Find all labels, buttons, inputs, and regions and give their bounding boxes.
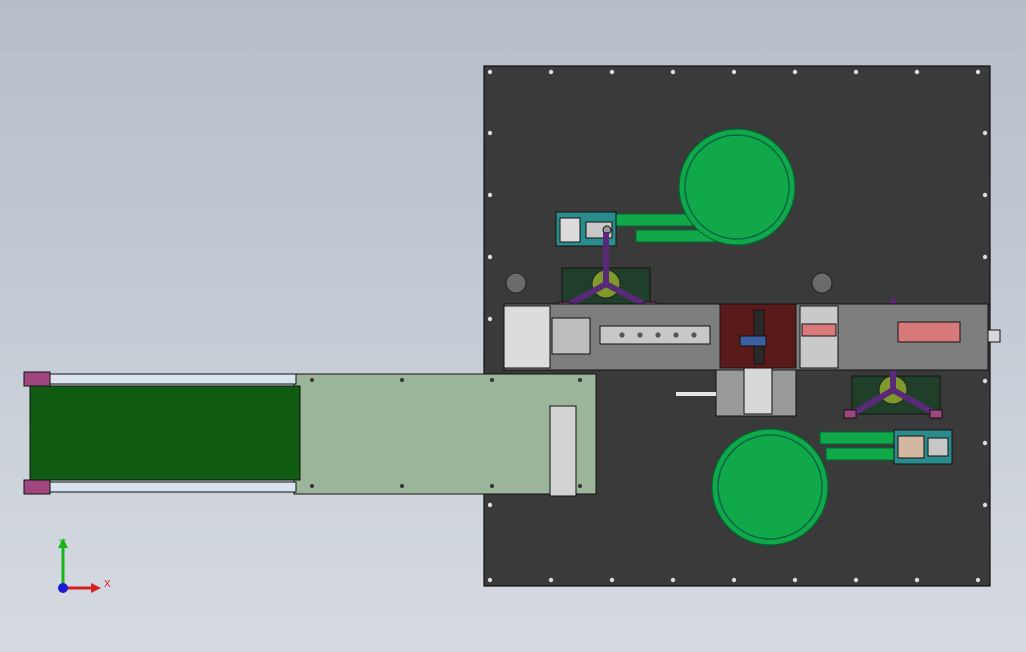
bolt-hole [975, 69, 981, 75]
locating-pin [811, 272, 833, 294]
right-station[interactable] [799, 305, 1001, 369]
bolt-hole [400, 378, 404, 382]
bolt-hole [982, 192, 988, 198]
bolt-hole [619, 332, 625, 338]
bolt-hole [982, 130, 988, 136]
bolt-hole [487, 316, 493, 322]
bolt-hole [310, 378, 314, 382]
bolt-hole [853, 69, 859, 75]
bolt-hole [670, 577, 676, 583]
bolt-hole [490, 378, 494, 382]
bolt-hole [982, 440, 988, 446]
bolt-hole [982, 502, 988, 508]
plate-bolt-holes [487, 69, 988, 583]
bolt-hole [914, 69, 920, 75]
conveyor-bolts [310, 378, 582, 488]
bolt-hole [490, 484, 494, 488]
bolt-hole [487, 254, 493, 260]
coordinate-triad: Y X [58, 538, 111, 593]
bolt-hole [487, 130, 493, 136]
bolt-hole [691, 332, 697, 338]
upper-bowl-feeder[interactable] [613, 128, 796, 246]
lower-bowl-feeder[interactable] [711, 428, 901, 546]
bolt-hole [853, 577, 859, 583]
bolt-hole [548, 577, 554, 583]
bolt-hole [310, 484, 314, 488]
belt-conveyor[interactable] [23, 371, 597, 497]
bolt-hole [731, 69, 737, 75]
bolt-hole [609, 577, 615, 583]
lower-three-arm-gripper[interactable] [843, 298, 943, 419]
bolt-hole [792, 69, 798, 75]
triad-y-label: Y [59, 538, 66, 549]
bolt-hole [400, 484, 404, 488]
triad-x-label: X [104, 579, 111, 590]
bolt-hole [487, 69, 493, 75]
bolt-hole [487, 192, 493, 198]
bolt-hole [578, 378, 582, 382]
bolt-hole [673, 332, 679, 338]
bolt-hole [487, 577, 493, 583]
bolt-hole [637, 332, 643, 338]
bolt-hole [548, 69, 554, 75]
bolt-hole [914, 577, 920, 583]
bolt-hole [487, 502, 493, 508]
bolt-hole [670, 69, 676, 75]
lower-feed-block[interactable] [893, 429, 953, 465]
bolt-hole [578, 484, 582, 488]
locating-pin [505, 272, 527, 294]
bolt-hole [792, 577, 798, 583]
bolt-hole [982, 378, 988, 384]
bolt-hole [982, 254, 988, 260]
press-station[interactable] [719, 303, 797, 369]
bolt-hole [731, 577, 737, 583]
bolt-hole [609, 69, 615, 75]
bolt-hole [975, 577, 981, 583]
pneumatic-actuator[interactable] [676, 367, 797, 417]
bolt-hole [655, 332, 661, 338]
